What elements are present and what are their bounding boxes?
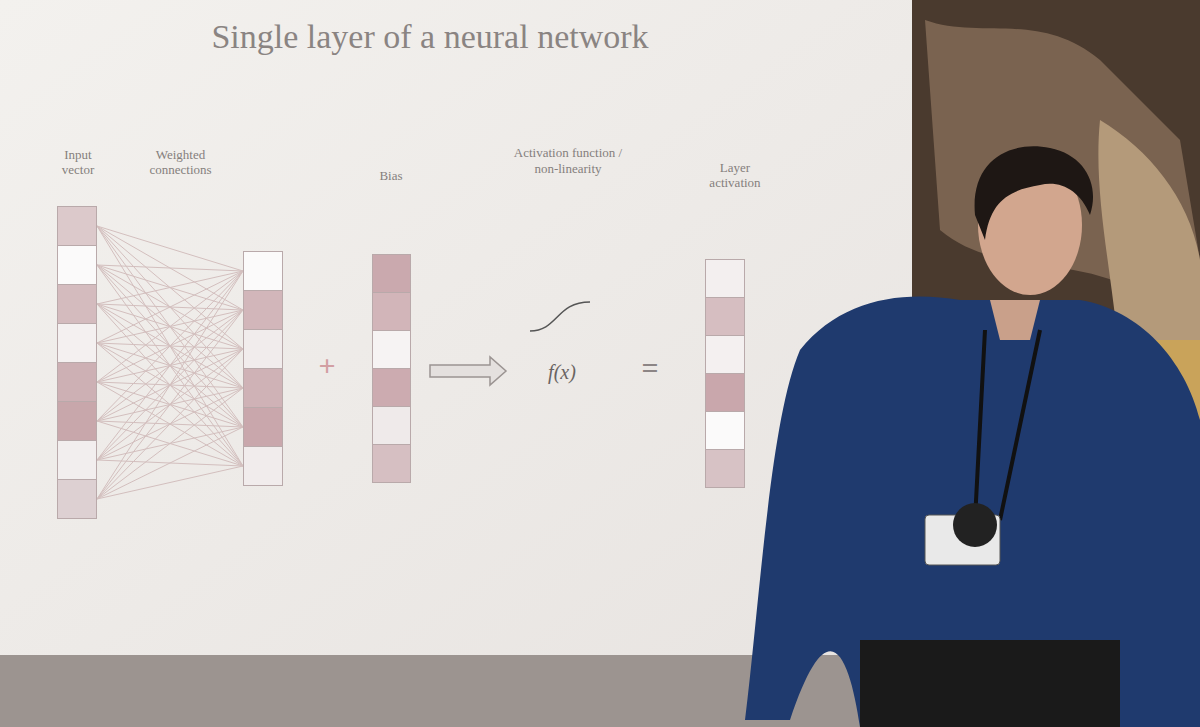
vector-cell	[705, 373, 745, 412]
sigmoid-curve	[530, 302, 590, 331]
badge-logo	[953, 503, 997, 547]
vector-column: Bias	[372, 255, 411, 483]
vector-cell	[243, 368, 283, 408]
vector-cell	[57, 401, 97, 441]
vector-cell	[57, 206, 97, 246]
vector-cell	[372, 292, 411, 331]
vector-cell	[57, 362, 97, 402]
column-heading: Layer activation	[700, 160, 770, 190]
vector-cell	[372, 330, 411, 369]
column-heading: Input vector	[53, 147, 103, 177]
presenter-hair	[975, 146, 1093, 240]
vector-column: Weighted connections	[243, 252, 283, 486]
hollow-arrow	[430, 357, 506, 385]
vector-cell	[705, 411, 745, 450]
vector-cell	[57, 479, 97, 519]
vector-cell	[57, 284, 97, 324]
activation-heading: Activation function / non-linearity	[512, 145, 624, 177]
vector-cell	[57, 440, 97, 480]
vector-cell	[243, 290, 283, 330]
vector-cell	[57, 323, 97, 363]
vector-cell	[705, 335, 745, 374]
equals-sign: =	[633, 350, 667, 386]
weighted-connections	[97, 226, 243, 499]
vector-cell	[705, 297, 745, 336]
presenter-shirt	[745, 297, 1200, 727]
vector-cell	[372, 368, 411, 407]
vector-cell	[705, 449, 745, 488]
lanyard	[975, 330, 1040, 520]
vector-column: Layer activation	[705, 260, 745, 488]
vector-cell	[372, 444, 411, 483]
vector-cell	[372, 406, 411, 445]
vector-cell	[243, 329, 283, 369]
presenter-trousers	[860, 640, 1120, 727]
vector-cell	[243, 407, 283, 447]
vector-cell	[705, 259, 745, 298]
plus-sign: +	[312, 348, 342, 384]
presenter-neck	[990, 300, 1040, 340]
vector-cell	[243, 251, 283, 291]
vector-column: Input vector	[57, 207, 97, 519]
vector-cell	[57, 245, 97, 285]
slide-title: Single layer of a neural network	[0, 18, 860, 56]
vector-cell	[243, 446, 283, 486]
column-heading: Weighted connections	[138, 147, 223, 177]
function-symbol: f(x)	[540, 360, 584, 384]
column-heading: Bias	[366, 168, 416, 183]
vector-cell	[372, 254, 411, 293]
